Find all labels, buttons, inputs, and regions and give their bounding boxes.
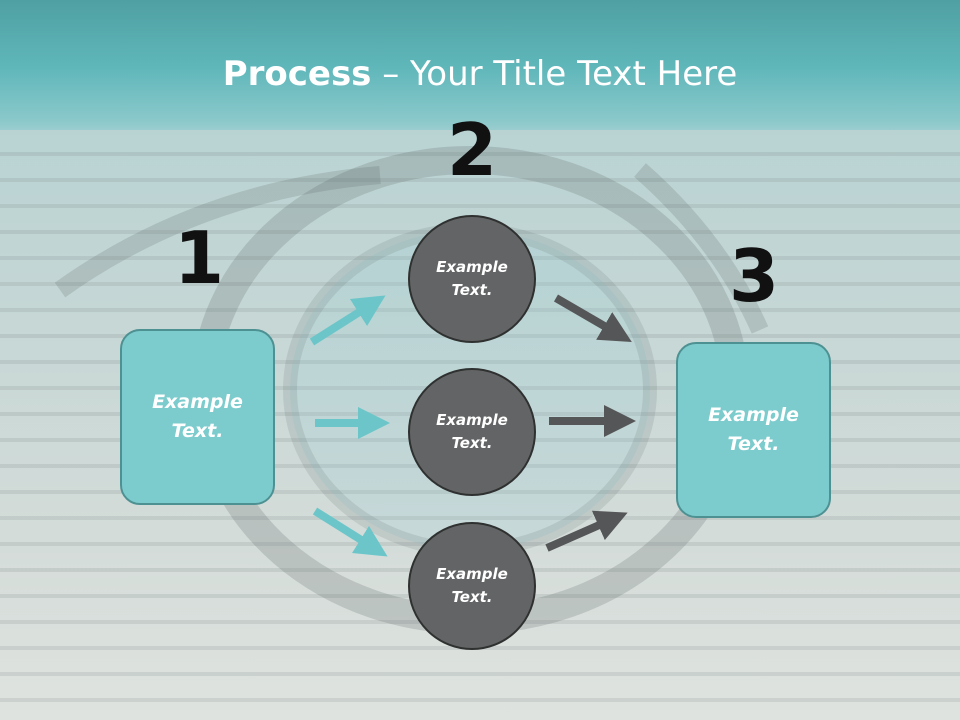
step-2-circle-middle: Example Text.	[408, 368, 536, 496]
step-1-box: Example Text.	[120, 329, 275, 505]
arrow-1-to-bottom	[312, 507, 388, 557]
step-2-number: 2	[446, 108, 498, 192]
step-1-number: 1	[173, 216, 225, 300]
title-rest: – Your Title Text Here	[371, 54, 738, 94]
step-2-circle-middle-text: Example Text.	[436, 411, 508, 452]
arrow-1-to-top	[309, 295, 386, 346]
step-2-circle-top-text: Example Text.	[436, 258, 508, 299]
step-2-circle-bottom-text: Example Text.	[436, 565, 508, 606]
header-band	[0, 0, 960, 150]
arrow-top-to-3	[553, 294, 632, 343]
step-2-circle-bottom: Example Text.	[408, 522, 536, 650]
title-bold: Process	[222, 54, 372, 94]
page-title: Process – Your Title Text Here	[0, 52, 960, 96]
step-3-box: Example Text.	[676, 342, 831, 518]
arrow-bottom-to-3	[545, 510, 628, 552]
step-1-text: Example Text.	[152, 391, 243, 442]
step-3-text: Example Text.	[708, 404, 799, 455]
step-3-number: 3	[728, 234, 780, 318]
step-2-circle-top: Example Text.	[408, 215, 536, 343]
